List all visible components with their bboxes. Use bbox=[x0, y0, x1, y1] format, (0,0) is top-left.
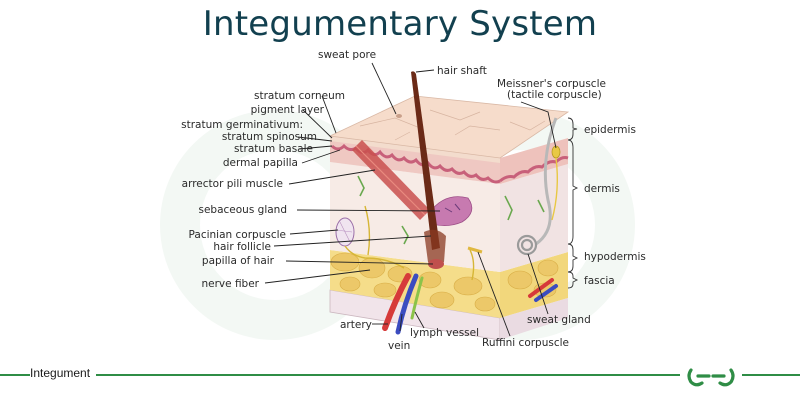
label-ruffini: Ruffini corpuscle bbox=[482, 337, 569, 349]
sweat-pore bbox=[396, 114, 402, 118]
layer-brackets bbox=[567, 117, 579, 289]
label-dermal-papilla: dermal papilla bbox=[223, 157, 298, 169]
skin-block bbox=[328, 71, 570, 341]
label-stratum-basale: stratum basale bbox=[234, 143, 313, 155]
label-stratum-spinosum: stratum spinosum bbox=[222, 131, 317, 143]
bracket-hypodermis bbox=[567, 243, 579, 273]
label-stratum-corneum: stratum corneum bbox=[254, 90, 345, 102]
hair-shaft bbox=[411, 71, 440, 250]
sweat-gland-duct bbox=[535, 117, 558, 246]
footer-divider-right bbox=[742, 374, 800, 376]
label-dermis: dermis bbox=[584, 183, 620, 195]
footer-divider-left bbox=[0, 374, 680, 376]
bracket-fascia bbox=[567, 271, 579, 289]
label-vein: vein bbox=[388, 340, 410, 352]
geeksforgeeks-logo-icon bbox=[687, 368, 735, 387]
label-hypodermis: hypodermis bbox=[584, 251, 646, 263]
ruffini-corpuscle bbox=[467, 246, 483, 254]
label-sweat-pore: sweat pore bbox=[318, 49, 376, 61]
surface-creases bbox=[359, 109, 546, 141]
label-sweat-gland: sweat gland bbox=[527, 314, 591, 326]
page-title: Integumentary System bbox=[202, 4, 598, 44]
leader-lines bbox=[264, 62, 557, 337]
label-nerve-fiber: nerve fiber bbox=[202, 278, 260, 290]
skin-surface bbox=[328, 95, 570, 159]
green-fibers bbox=[357, 175, 545, 245]
fascia-right bbox=[500, 298, 568, 340]
bracket-dermis bbox=[567, 139, 579, 245]
label-stratum-germinativum: stratum germinativum: bbox=[181, 119, 303, 131]
fat-globules bbox=[330, 252, 559, 312]
hair-follicle bbox=[424, 229, 446, 266]
footer-label: Integument bbox=[30, 366, 97, 380]
label-hair-shaft: hair shaft bbox=[437, 65, 487, 77]
artery bbox=[382, 273, 411, 331]
label-papilla-of-hair: papilla of hair bbox=[202, 255, 275, 267]
label-lymph-vessel: lymph vessel bbox=[410, 327, 479, 339]
label-meissner-sub: (tactile corpuscle) bbox=[507, 89, 602, 101]
hair-papilla bbox=[428, 259, 444, 269]
sweat-gland-coil bbox=[516, 234, 538, 256]
bracket-epidermis bbox=[567, 117, 578, 141]
labels: sweat pore hair shaft Meissner's corpusc… bbox=[181, 49, 646, 352]
vein bbox=[395, 273, 419, 335]
stratum-corneum-front bbox=[330, 136, 500, 163]
label-sebaceous-gland: sebaceous gland bbox=[199, 204, 288, 216]
label-pacinian: Pacinian corpuscle bbox=[189, 229, 286, 241]
epidermis-right bbox=[500, 138, 568, 184]
label-arrector-pili: arrector pili muscle bbox=[182, 178, 283, 190]
artery-right bbox=[528, 278, 554, 298]
label-meissner: Meissner's corpuscle bbox=[497, 78, 606, 90]
label-fascia: fascia bbox=[584, 275, 615, 287]
label-artery: artery bbox=[340, 319, 372, 331]
lymph-vessel bbox=[410, 276, 424, 320]
label-pigment-layer: pigment layer bbox=[251, 104, 325, 116]
label-hair-follicle: hair follicle bbox=[213, 241, 271, 253]
vein-right bbox=[534, 284, 558, 302]
label-epidermis: epidermis bbox=[584, 124, 636, 136]
dermis-front bbox=[330, 162, 500, 272]
